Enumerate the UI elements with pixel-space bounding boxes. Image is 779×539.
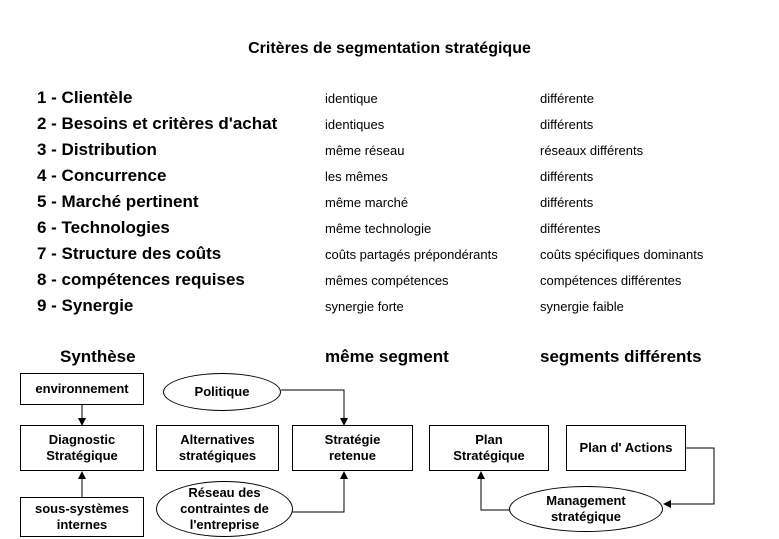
criterion-different: coûts spécifiques dominants [540, 247, 704, 262]
criterion-same: les mêmes [325, 169, 388, 184]
arrow-management-plan [477, 471, 510, 511]
strategie-retenue-box: Stratégie retenue [292, 425, 413, 471]
criterion-different: différents [540, 195, 594, 210]
criterion-label: 9 - Synergie [37, 296, 134, 315]
environnement-box: environnement [20, 373, 144, 405]
page-title: Critères de segmentation stratégique [248, 40, 531, 57]
criterion-same: mêmes compétences [325, 273, 449, 288]
criterion-same: identique [325, 91, 378, 106]
plan-actions-box: Plan d' Actions [566, 425, 686, 471]
criterion-label: 1 - Clientèle [37, 88, 133, 107]
management-ellipse: Management stratégique [509, 486, 663, 532]
criterion-label: 2 - Besoins et critères d'achat [37, 114, 278, 133]
criterion-different: différents [540, 117, 594, 132]
criterion-different: compétences différentes [540, 273, 682, 288]
sous-systemes-box: sous-systèmes internes [20, 497, 144, 537]
plan-strategique-box: Plan Stratégique [429, 425, 549, 471]
diagnostic-box: Diagnostic Stratégique [20, 425, 144, 471]
criterion-different: différentes [540, 221, 601, 236]
criterion-label: 5 - Marché pertinent [37, 192, 199, 211]
arrow-reseau-strategie [292, 471, 348, 513]
reseau-contraintes-ellipse: Réseau des contraintes de l'entreprise [156, 481, 293, 537]
criterion-label: 7 - Structure des coûts [37, 244, 222, 263]
synthesis-different: segments différents [540, 347, 702, 366]
criterion-label: 4 - Concurrence [37, 166, 167, 185]
criterion-different: différente [540, 91, 594, 106]
politique-ellipse: Politique [163, 373, 281, 411]
criterion-label: 3 - Distribution [37, 140, 157, 159]
criterion-label: 8 - compétences requises [37, 270, 245, 289]
criterion-same: coûts partagés prépondérants [325, 247, 498, 262]
criterion-same: synergie forte [325, 299, 404, 314]
synthesis-label: Synthèse [60, 347, 136, 366]
criterion-same: même technologie [325, 221, 432, 236]
criterion-same: même réseau [325, 143, 405, 158]
criterion-label: 6 - Technologies [37, 218, 170, 237]
arrow-actions-management [663, 447, 715, 508]
criterion-different: synergie faible [540, 299, 624, 314]
synthesis-same: même segment [325, 347, 449, 366]
criterion-different: réseaux différents [540, 143, 644, 158]
criterion-different: différents [540, 169, 594, 184]
arrow-politique-strategie [281, 389, 348, 426]
criterion-same: identiques [325, 117, 385, 132]
criterion-same: même marché [325, 195, 409, 210]
alternatives-box: Alternatives stratégiques [156, 425, 279, 471]
